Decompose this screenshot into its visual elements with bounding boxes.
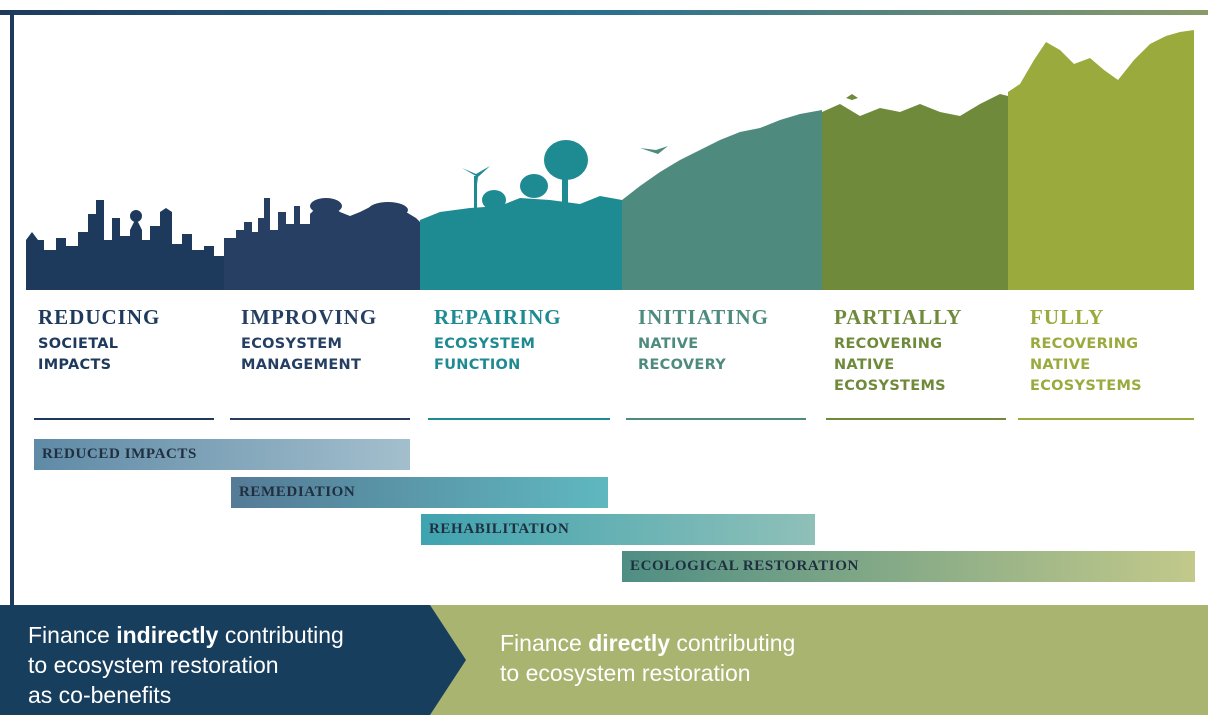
finance-direct-text: Finance directly contributing to ecosyst… [500, 628, 795, 688]
bar-ecological-restoration: ECOLOGICAL RESTORATION [622, 551, 1195, 582]
text-part: Finance [28, 622, 117, 648]
stage-reducing: REDUCING SOCIETAL IMPACTS [38, 306, 228, 376]
partially-landscape [822, 94, 1008, 290]
stage-title: IMPROVING [241, 305, 378, 329]
stage-underline [230, 418, 410, 420]
stage-title: REPAIRING [434, 305, 562, 329]
city-skyline [26, 200, 224, 290]
initiating-landscape [622, 110, 822, 290]
stage-improving: IMPROVING ECOSYSTEM MANAGEMENT [241, 306, 431, 376]
stage-initiating: INITIATING NATIVE RECOVERY [638, 306, 828, 376]
frame-top-border [0, 10, 1208, 15]
finance-direct-line1: Finance directly contributing [500, 628, 795, 658]
finance-indirect-line1: Finance indirectly contributing [28, 620, 344, 650]
finance-indirect-band [0, 605, 466, 715]
stage-subtitle: ECOSYSTEM FUNCTION [434, 334, 624, 376]
stage-subtitle-line: RECOVERING [1030, 336, 1139, 352]
text-part: contributing [218, 622, 344, 648]
text-emphasis: indirectly [116, 622, 219, 648]
stage-subtitle: RECOVERING NATIVE ECOSYSTEMS [834, 334, 1024, 397]
stage-subtitle-line: NATIVE [1030, 357, 1091, 373]
stage-subtitle: ECOSYSTEM MANAGEMENT [241, 334, 431, 376]
text-emphasis: directly [588, 630, 671, 656]
stage-repairing: REPAIRING ECOSYSTEM FUNCTION [434, 306, 624, 376]
finance-direct-line2: to ecosystem restoration [500, 660, 751, 686]
stage-subtitle-line: ECOSYSTEM [241, 336, 343, 352]
text-part: Finance [500, 630, 589, 656]
stage-underline [826, 418, 1006, 420]
repairing-landscape [420, 196, 622, 290]
finance-indirect-line2: to ecosystem restoration [28, 652, 279, 678]
stage-underline [626, 418, 806, 420]
stage-subtitle-line: ECOSYSTEMS [834, 378, 946, 394]
bar-reduced-impacts: REDUCED IMPACTS [34, 439, 410, 470]
stage-underline [1018, 418, 1194, 420]
landscape-silhouette [26, 30, 1194, 290]
stage-subtitle-line: ECOSYSTEM [434, 336, 536, 352]
bar-remediation: REMEDIATION [231, 477, 608, 508]
stage-subtitle-line: SOCIETAL [38, 336, 119, 352]
finance-indirect-text: Finance indirectly contributing to ecosy… [28, 620, 344, 710]
stage-subtitle-line: FUNCTION [434, 357, 521, 373]
stage-subtitle-line: NATIVE [834, 357, 895, 373]
stage-fully: FULLY RECOVERING NATIVE ECOSYSTEMS [1030, 306, 1208, 397]
stage-subtitle: RECOVERING NATIVE ECOSYSTEMS [1030, 334, 1208, 397]
stage-subtitle-line: MANAGEMENT [241, 357, 362, 373]
stage-title: INITIATING [638, 305, 769, 329]
text-part: contributing [670, 630, 796, 656]
stage-title: REDUCING [38, 305, 161, 329]
stage-subtitle-line: IMPACTS [38, 357, 112, 373]
bar-rehabilitation: REHABILITATION [421, 514, 815, 545]
frame-left-border [10, 10, 14, 610]
stage-title: FULLY [1030, 305, 1105, 329]
stage-subtitle-line: RECOVERING [834, 336, 943, 352]
stage-subtitle: SOCIETAL IMPACTS [38, 334, 228, 376]
stage-underline [428, 418, 610, 420]
mixed-skyline [224, 198, 420, 290]
stage-subtitle-line: NATIVE [638, 336, 699, 352]
finance-indirect-line3: as co-benefits [28, 682, 172, 708]
stage-subtitle-line: RECOVERY [638, 357, 727, 373]
stage-subtitle-line: ECOSYSTEMS [1030, 378, 1142, 394]
stage-underline [34, 418, 214, 420]
stage-partially: PARTIALLY RECOVERING NATIVE ECOSYSTEMS [834, 306, 1024, 397]
fully-landscape [1008, 30, 1194, 290]
stage-subtitle: NATIVE RECOVERY [638, 334, 828, 376]
stage-title: PARTIALLY [834, 305, 963, 329]
